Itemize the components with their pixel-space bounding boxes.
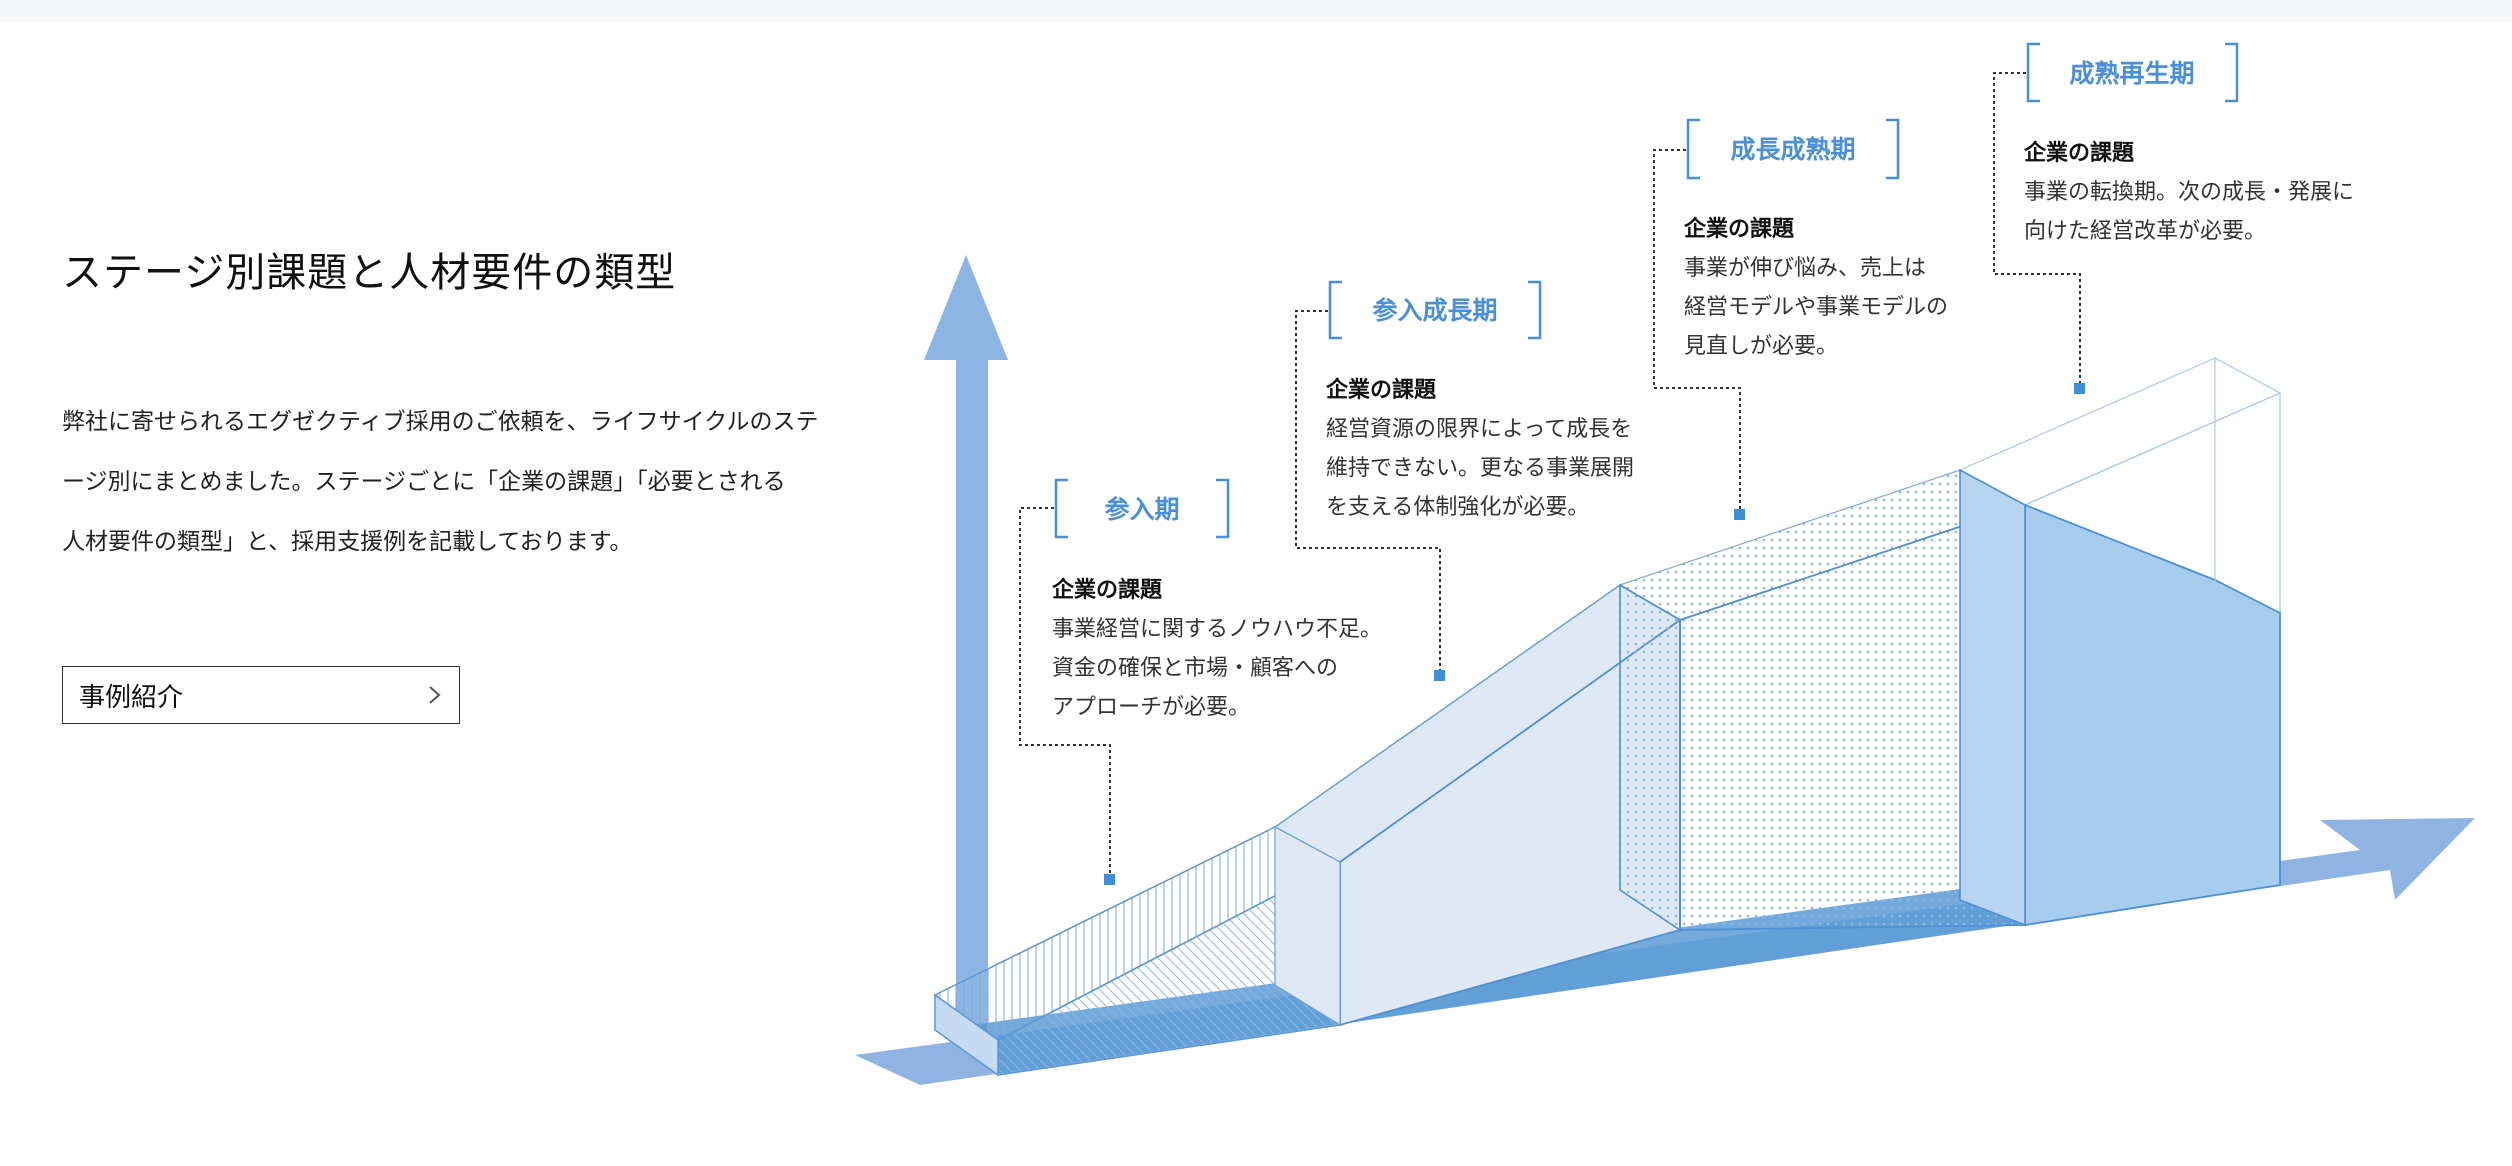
top-bar <box>0 0 2512 22</box>
chevron-right-icon <box>429 686 441 704</box>
stage-issue-line: 経営資源の限界によって成長を <box>1326 417 1632 442</box>
stage-issue-heading: 企業の課題 <box>1051 577 1163 603</box>
page-title: ステージ別課題と人材要件の類型 <box>62 250 677 296</box>
stage-block-1 <box>933 826 1342 1077</box>
stage-title: 成熟再生期 <box>2069 59 2194 88</box>
stage-issue-line: 維持できない。更なる事業展開 <box>1326 456 1634 481</box>
case-study-button-label: 事例紹介 <box>79 682 184 713</box>
description-line: 人材要件の類型」と、採用支援例を記載しております。 <box>62 529 633 555</box>
stage-issue-heading: 企業の課題 <box>2023 140 2135 166</box>
stage-issue-line: 事業経営に関するノウハウ不足。 <box>1052 617 1382 642</box>
description: 弊社に寄せられるエグゼクティブ採用のご依頼を、ライフサイクルのステ ージ別にまと… <box>62 392 862 572</box>
stage-issue-line: 向けた経営改革が必要。 <box>2024 219 2266 244</box>
stage-issue-line: アプローチが必要。 <box>1052 695 1250 720</box>
stage-issue-heading: 企業の課題 <box>1325 377 1437 403</box>
stage-issue-line: 事業が伸び悩み、売上は <box>1684 256 1926 281</box>
stage-issue-line: 見直しが必要。 <box>1684 334 1838 359</box>
stage-label-3: 成長成熟期 企業の課題 事業が伸び悩み、売上は 経営モデルや事業モデルの 見直し… <box>1653 118 1948 520</box>
vertical-axis-arrow <box>924 255 1008 1050</box>
stage-block-4 <box>1958 357 2282 927</box>
stage-title: 参入期 <box>1104 495 1179 524</box>
stage-label-4: 成熟再生期 企業の課題 事業の転換期。次の成長・発展に 向けた経営改革が必要。 <box>1993 42 2354 394</box>
description-line: 弊社に寄せられるエグゼクティブ採用のご依頼を、ライフサイクルのステ <box>62 409 819 435</box>
stage-issue-line: を支える体制強化が必要。 <box>1326 495 1589 520</box>
stage-block-3 <box>1618 469 2027 932</box>
stage-issue-line: 資金の確保と市場・顧客への <box>1052 656 1338 681</box>
stage-block-2 <box>1273 584 1682 1027</box>
stage-issue-line: 経営モデルや事業モデルの <box>1684 295 1948 320</box>
case-study-button[interactable]: 事例紹介 <box>62 666 460 724</box>
stage-label-1: 参入期 企業の課題 事業経営に関するノウハウ不足。 資金の確保と市場・顧客への … <box>1019 478 1382 885</box>
stage-issue-line: 事業の転換期。次の成長・発展に <box>2024 180 2354 205</box>
stage-issue-heading: 企業の課題 <box>1683 216 1795 242</box>
stage-label-2: 参入成長期 企業の課題 経営資源の限界によって成長を 維持できない。更なる事業展… <box>1295 280 1634 681</box>
stage-title: 参入成長期 <box>1372 296 1497 325</box>
stage-title: 成長成熟期 <box>1730 135 1855 164</box>
description-line: ージ別にまとめました。ステージごとに「企業の課題」「必要とされる <box>62 469 786 495</box>
